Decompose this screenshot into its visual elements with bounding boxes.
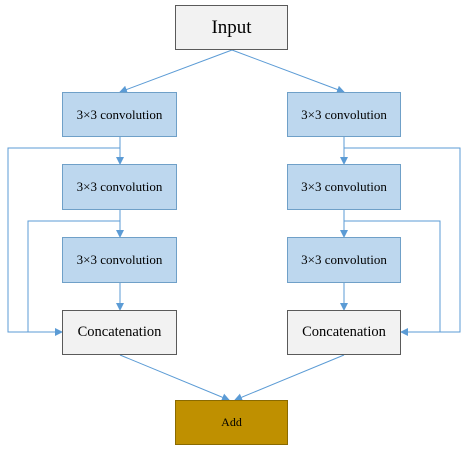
edge-left-concat-to-add [119,354,230,402]
edge-right-skip-1 [344,147,461,336]
edge-left-skip-1 [7,147,120,336]
add-node: Add [175,400,288,445]
right-concatenation-node: Concatenation [287,310,401,355]
edge-left-skip-2 [27,220,120,332]
left-conv-3-node: 3×3 convolution [62,237,177,283]
edge-right-skip-2 [344,220,441,332]
left-conv-1-node: 3×3 convolution [62,92,177,137]
edge-input-to-right-conv-1 [231,49,345,94]
input-node: Input [175,5,288,50]
edge-right-concat-to-add [234,354,345,402]
right-conv-1-node: 3×3 convolution [287,92,401,137]
left-conv-2-node: 3×3 convolution [62,164,177,210]
right-conv-2-node: 3×3 convolution [287,164,401,210]
left-concatenation-node: Concatenation [62,310,177,355]
edge-input-to-left-conv-1 [119,49,233,94]
right-conv-3-node: 3×3 convolution [287,237,401,283]
